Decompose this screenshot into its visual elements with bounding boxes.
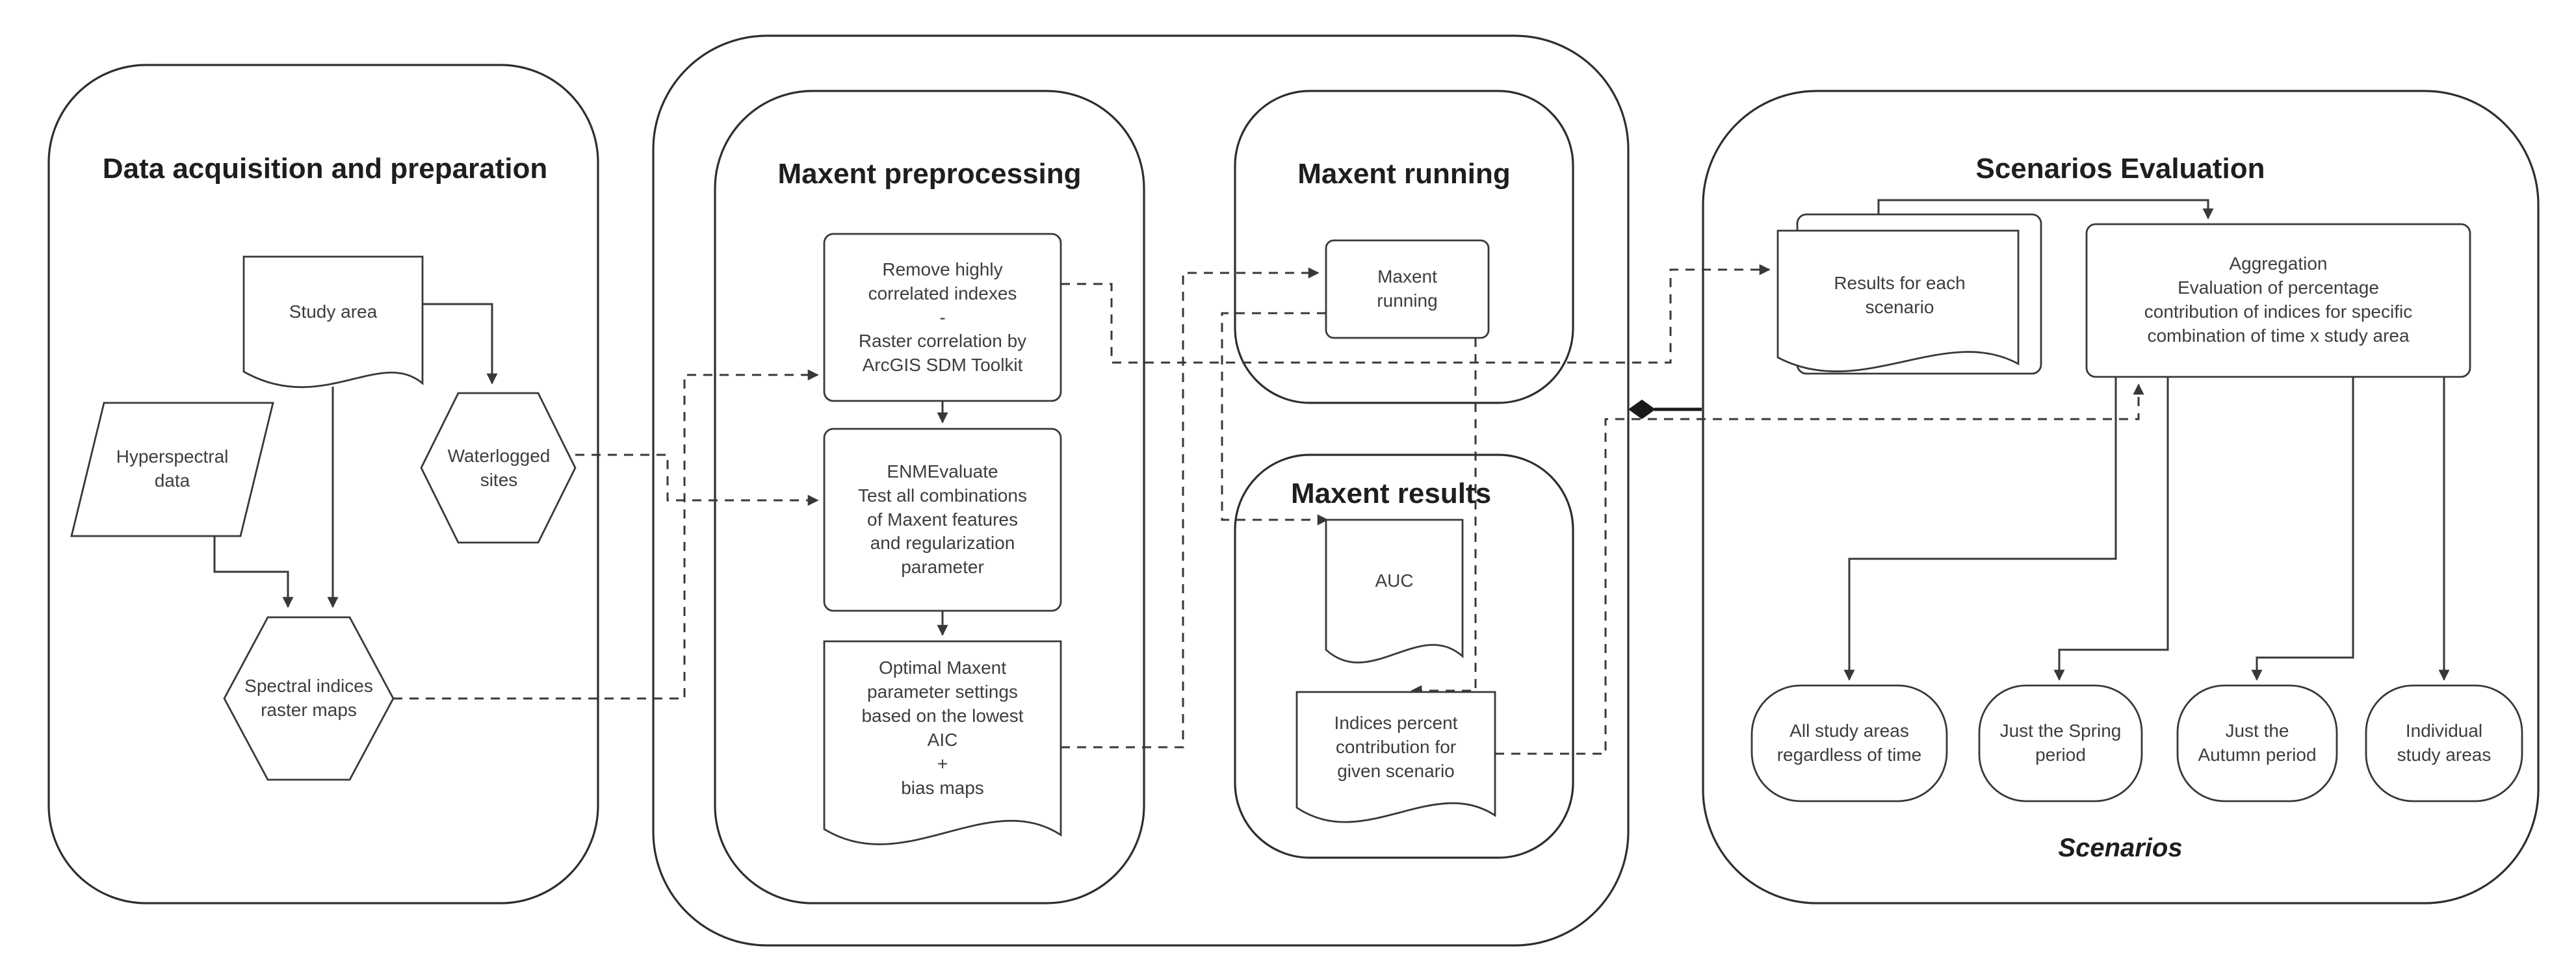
edge-aggregation-to-all-areas xyxy=(1843,377,2117,681)
enmevaluate-shape xyxy=(823,428,1062,612)
results-each-scenario-label: Results for each scenario xyxy=(1834,272,1966,317)
indices-contribution-label: Indices percent contribution for given s… xyxy=(1334,713,1458,781)
optimal-settings-label: Optimal Maxent parameter settings based … xyxy=(861,658,1024,798)
scenario-individual-shape xyxy=(2365,684,2523,802)
edge-running-to-indices xyxy=(1411,338,1477,697)
edge-aggregation-to-autumn xyxy=(2251,377,2354,681)
remove-correlated-shape xyxy=(823,233,1062,402)
hyperspectral-data-shape xyxy=(70,402,274,537)
scenario-spring-label: Just the Spring period xyxy=(1999,721,2122,765)
waterlogged-sites-label: Waterlogged sites xyxy=(447,445,551,490)
edge-indices-to-aggregation xyxy=(1495,383,2144,755)
aggregation-label: Aggregation Evaluation of percentage con… xyxy=(2144,253,2413,346)
enmevaluate-label: ENMEvaluate Test all combinations of Max… xyxy=(858,461,1027,578)
auc-label: AUC xyxy=(1375,570,1414,591)
results-each-scenario-shape xyxy=(1776,229,2020,372)
aggregation-shape xyxy=(2085,223,2471,378)
maxent-container-panel xyxy=(652,34,1630,947)
spectral-indices-shape xyxy=(223,616,395,781)
edge-study-area-to-waterlogged xyxy=(423,303,498,385)
edge-waterlogged-to-enmevaluate xyxy=(575,454,819,506)
edge-hyperspectral-to-spectral-indices xyxy=(213,536,294,608)
edge-optimal-to-maxent-running xyxy=(1061,267,1320,749)
remove-correlated-label: Remove highly correlated indexes - Raste… xyxy=(858,259,1027,376)
maxent-running-title: Maxent running xyxy=(1297,158,1511,190)
maxent-preprocessing-title: Maxent preprocessing xyxy=(777,158,1082,190)
study-area-shape xyxy=(242,255,424,389)
scenario-all-areas-label: All study areas regardless of time xyxy=(1776,721,1922,765)
maxent-results-title: Maxent results xyxy=(1290,478,1492,509)
waterlogged-sites-shape xyxy=(420,392,577,544)
hyperspectral-data-label: Hyperspectral data xyxy=(116,446,229,491)
scenarios-footer-label: Scenarios xyxy=(2058,833,2183,862)
scenarios-evaluation-panel xyxy=(1702,90,2540,904)
spectral-indices-label: Spectral indices raster maps xyxy=(244,675,373,720)
maxent-running-panel xyxy=(1234,90,1574,404)
scenarios-evaluation-title: Scenarios Evaluation xyxy=(1975,153,2265,185)
maxent-results-panel xyxy=(1234,454,1574,859)
edge-aggregation-to-spring xyxy=(2053,377,2169,681)
data-acquisition-title: Data acquisition and preparation xyxy=(102,153,548,185)
indices-contribution-shape xyxy=(1295,691,1496,823)
scenario-spring-shape xyxy=(1978,684,2143,802)
optimal-settings-shape xyxy=(823,640,1062,845)
scenario-autumn-label: Just the Autumn period xyxy=(2198,721,2317,765)
scenario-autumn-shape xyxy=(2176,684,2338,802)
maxent-preprocessing-panel xyxy=(714,90,1145,904)
data-acquisition-panel xyxy=(47,64,599,904)
edge-results-to-aggregation xyxy=(1877,199,2214,220)
auc-shape xyxy=(1325,519,1464,663)
scenario-all-areas-shape xyxy=(1750,684,1948,802)
maxent-running-step-label: Maxent running xyxy=(1377,266,1438,311)
scenario-individual-label: Individual study areas xyxy=(2397,721,2491,765)
study-area-label: Study area xyxy=(289,301,378,322)
diamond-connector-icon xyxy=(1628,400,1656,419)
edge-running-to-auc xyxy=(1221,312,1329,526)
edge-remove-to-results-each xyxy=(1061,264,1771,364)
maxent-running-step-shape xyxy=(1325,239,1490,339)
